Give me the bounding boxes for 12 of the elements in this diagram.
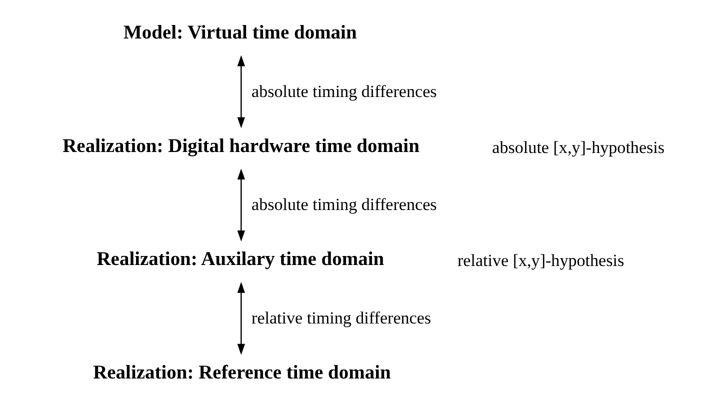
label: absolute [x,y]-hypothesis [492, 138, 664, 157]
node-text: Realization: Auxilary time domain [96, 249, 384, 270]
arrow [236, 168, 244, 242]
edge-label: absolute timing differences [251, 82, 436, 101]
node-text: Model: Virtual time domain [123, 22, 356, 44]
node-text: Realization: Reference time domain [92, 362, 390, 384]
label: relative [x,y]-hypothesis [456, 251, 624, 270]
edge-label: absolute timing differences [251, 195, 436, 214]
edge-label: relative timing differences [251, 308, 431, 328]
arrow [236, 282, 244, 355]
arrow [236, 55, 244, 128]
node-text: Realization: Digital hardware time domain [62, 136, 419, 157]
